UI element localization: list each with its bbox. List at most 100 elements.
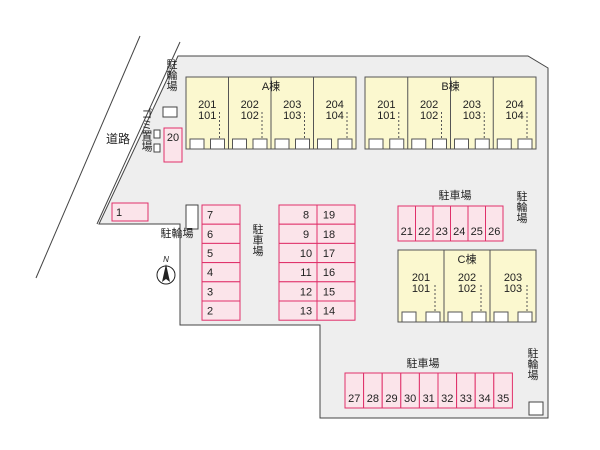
bicycle-parking-mid-label: 駐輪場 [161,226,194,240]
parking-space-20-label: 20 [167,132,179,144]
building-name: A棟 [262,79,280,93]
parking-space: 10 [278,242,318,264]
parking-space-label: 5 [207,248,213,260]
parking-bottom-label: 駐車場 [407,356,440,370]
parking-space: 4 [201,262,241,283]
parking-space-label: 18 [323,229,335,241]
unit-lower-label: 101 [198,110,216,122]
parking-space: 21 [397,205,416,242]
parking-space: 14 [316,300,356,321]
unit-lower-label: 104 [505,110,523,122]
parking-space: 16 [316,262,356,283]
parking-space: 25 [467,205,486,242]
parking-space: 26 [485,205,504,242]
garbage-box [153,129,161,139]
unit-upper-label: 204 [326,99,344,111]
unit-upper-label: 201 [198,99,216,111]
garbage-label: ゴミ置場 [140,107,153,153]
unit-upper-label: 201 [412,272,430,284]
bicycle-parking-left-label: 駐輪場 [165,57,178,92]
road-label: 道路 [106,131,130,146]
parking-space-label: 2 [207,306,213,318]
parking-space-label: 17 [323,248,335,260]
unit-lower-label: 102 [241,110,259,122]
unit-lower-label: 102 [420,110,438,122]
unit-upper-label: 202 [458,272,476,284]
parking-space: 7 [201,204,241,225]
parking-space: 35 [493,372,513,409]
parking-space: 12 [278,281,318,302]
parking-space-label: 6 [207,229,213,241]
parking-space: 8 [278,204,318,225]
parking-space-label: 34 [478,393,490,405]
bicycle-rack-bottom [528,401,544,416]
parking-space-label: 27 [348,393,360,405]
parking-space: 29 [381,372,402,409]
unit-lower-label: 102 [458,283,476,295]
parking-space-label: 15 [323,286,335,298]
parking-space: 28 [363,372,383,409]
parking-space: 19 [316,204,356,225]
unit-upper-label: 203 [463,99,481,111]
bicycle-rack-left [162,106,178,118]
parking-space: 22 [415,205,434,242]
parking-space-label: 22 [418,226,430,238]
parking-space: 17 [316,242,356,264]
parking-space-label: 4 [207,267,213,279]
parking-right-top-label: 駐車場 [439,188,472,202]
parking-space-label: 3 [207,286,213,298]
parking-space-label: 16 [323,267,335,279]
bicycle-rack-mid [185,204,199,230]
north-arrow-icon [156,264,176,285]
parking-space-label: 32 [441,393,453,405]
parking-space: 24 [450,205,469,242]
parking-space: 15 [316,281,356,302]
parking-space: 27 [344,372,365,409]
garbage-box [153,143,161,153]
unit-upper-label: 204 [505,99,523,111]
parking-space-label: 13 [300,306,312,318]
parking-space-label: 21 [401,226,413,238]
unit-upper-label: 203 [283,99,301,111]
parking-space: 34 [474,372,495,409]
road-edge-right [96,41,181,225]
unit-upper-label: 203 [504,272,522,284]
parking-space: 13 [278,300,318,321]
bicycle-parking-bottom-label: 駐輪場 [526,346,539,381]
parking-space: 6 [201,223,241,244]
building-name: C棟 [458,252,477,266]
parking-space: 23 [432,205,451,242]
parking-space-label: 31 [423,393,435,405]
parking-space-1 [111,202,149,222]
parking-space-label: 33 [460,393,472,405]
parking-space: 31 [418,372,439,409]
unit-lower-label: 103 [504,283,522,295]
parking-space-label: 24 [453,226,465,238]
parking-space-20 [163,127,183,163]
parking-space-label: 26 [488,226,500,238]
unit-lower-label: 101 [412,283,430,295]
parking-space: 18 [316,223,356,244]
bicycle-parking-right-label: 駐輪場 [515,189,528,224]
parking-space-1-label: 1 [116,207,122,219]
parking-space-label: 7 [207,210,213,222]
parking-space-label: 8 [303,210,309,222]
parking-space: 11 [278,262,318,283]
north-label: N [163,255,169,264]
parking-space: 5 [201,242,241,264]
parking-space: 32 [437,372,458,409]
parking-center-label: 駐車場 [251,222,264,257]
parking-space: 2 [201,300,241,321]
parking-space-label: 10 [300,248,312,260]
parking-space-label: 23 [436,226,448,238]
road-edge-left [35,35,141,279]
parking-space-label: 25 [471,226,483,238]
parking-space-label: 14 [323,306,335,318]
parking-space-label: 29 [385,393,397,405]
unit-lower-label: 103 [283,110,301,122]
parking-space: 33 [456,372,476,409]
